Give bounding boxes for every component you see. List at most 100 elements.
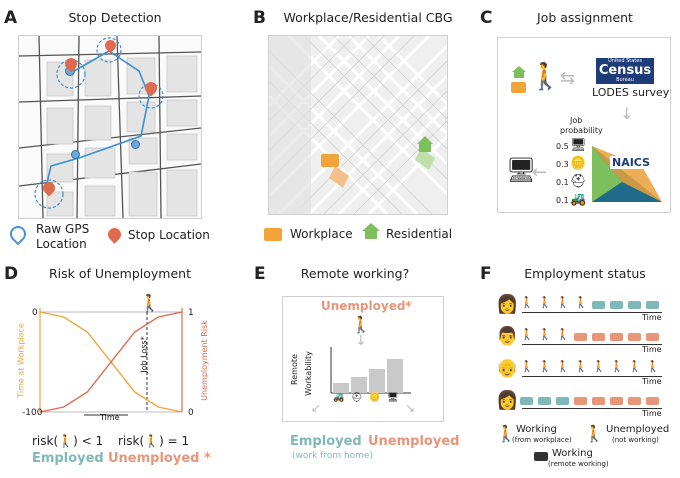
walking-person-icon: 🚶 [529,62,562,92]
panel-a-title: Stop Detection [68,10,162,25]
f-unemployed-icon [628,397,641,405]
e-coins-icon: 🪙 [369,393,381,403]
down-arrow-icon: ↓ [620,104,634,123]
f-person-avatar-icon: 👴 [496,358,519,379]
legend-stop-icon [105,225,124,244]
panel-e-letter: E [254,264,266,284]
f-unemployed-icon [592,333,605,341]
f-unemployed-icon [574,397,587,405]
panel-e-title: Remote working? [300,266,410,281]
f-unemployed-icon [646,397,659,405]
residential-icon-body [419,144,431,152]
f-unemployed-icon [610,333,623,341]
d-risk-lt-suffix: ) < 1 [73,434,104,448]
f-time-label: Time [642,345,662,354]
cbg-map [268,35,448,215]
legend-raw-gps-line2: Location [36,237,87,251]
home-icon-body [514,72,524,78]
d-risk-lt: risk(🚶) < 1 [32,434,103,448]
d-unemployed-label: Unemployed * [108,451,211,466]
f-working-icon: 🚶 [556,296,570,309]
e-down-arrow-icon: ↓ [355,333,367,349]
workability-bars [330,347,411,394]
computer-icon: 🖥 [570,138,587,153]
legend-raw-gps-icon [6,222,30,246]
job-prob-line1: Job [570,116,583,125]
f-unemployed-icon [628,333,641,341]
f-working-icon: 🚶 [628,360,642,373]
f-legend-working: Working [516,424,557,435]
f-legend-unemp-icon: 🚶 [584,424,604,443]
hardhat-icon: ⛑ [570,174,587,189]
f-legend-remote-sub: (remote working) [548,460,609,468]
d-series-workplace [39,311,183,413]
prob-2: 0.1 [556,178,569,187]
f-legend-remote-icon [534,452,548,461]
f-working-icon: 🚶 [610,360,624,373]
panel-b-letter: B [253,8,266,28]
f-legend-working-icon: 🚶 [496,424,516,443]
prob-1: 0.3 [556,160,569,169]
e-right-arrow-icon: ↘ [405,401,416,415]
d-unemployed-person-icon: 🚶 [139,294,161,314]
e-computer-icon: 🖥 [387,393,399,403]
remote-working-box: Unemployed* 🚶 ↓ Remote Workability 🚜 ⛑ 🪙… [282,296,444,422]
e-wfh-label: (work from home) [292,451,373,461]
f-person-avatar-icon: 👩 [496,390,519,411]
d-person-icon-b: 🚶 [144,434,160,448]
raw-gps-pin-icon [71,150,80,159]
panel-d-title: Risk of Unemployment [49,266,191,281]
f-remote-icon [538,397,551,405]
f-person-avatar-icon: 👩 [496,294,519,315]
employment-status-grid: 👩🚶🚶🚶🚶Time👨🚶🚶🚶Time👴🚶🚶🚶🚶🚶🚶🚶🚶Time👩Time [494,292,674,424]
d-y-top-right: 1 [188,308,194,318]
panel-b-title: Workplace/Residential CBG [283,10,453,25]
f-remote-icon [520,397,533,405]
prob-0: 0.5 [556,142,569,151]
d-person-icon-a: 🚶 [58,434,74,448]
census-main: Census [598,63,652,78]
f-working-icon: 🚶 [538,296,552,309]
f-working-icon: 🚶 [538,360,552,373]
f-legend-unemp-sub: (not working) [612,436,659,444]
f-unemployed-icon [646,333,659,341]
d-risk-lt-prefix: risk( [32,434,59,448]
f-working-icon: 🚶 [538,328,552,341]
f-working-icon: 🚶 [574,296,588,309]
d-plot-frame [39,311,183,413]
home-icon [512,66,526,72]
f-time-label: Time [642,313,662,322]
legend-residential-label: Residential [386,227,453,241]
d-risk-eq-suffix: ) = 1 [159,434,190,448]
f-unemployed-icon [592,397,605,405]
census-logo: United States Census Bureau [596,58,654,84]
d-employed-label: Employed [32,451,104,466]
f-remote-icon [610,301,623,309]
d-risk-eq: risk(🚶) = 1 [118,434,189,448]
desktop-icon: 🖥 [506,156,537,184]
f-legend-remote: Working [552,448,593,459]
e-person-icon: 🚶 [351,315,371,334]
residential-icon [417,136,433,144]
f-time-label: Time [642,409,662,418]
d-right-axis-label: Unemployment Risk [199,320,209,401]
f-working-icon: 🚶 [592,360,606,373]
panel-c-title: Job assignment [537,10,633,25]
panel-d-letter: D [4,264,19,284]
lodes-label: LODES survey [592,86,670,99]
census-top: United States [608,58,642,64]
d-x-axis-label: Time [100,413,120,422]
f-working-icon: 🚶 [520,328,534,341]
stop-detection-map [18,35,202,219]
f-time-arrow [522,344,662,345]
legend-stop-label: Stop Location [128,228,210,242]
f-time-arrow [522,312,662,313]
double-arrow-icon: ⇆ [560,68,576,89]
f-working-icon: 🚶 [556,328,570,341]
coins-icon: 🪙 [570,156,587,171]
f-unemployed-icon [574,333,587,341]
panel-c-letter: C [480,8,493,28]
f-person-avatar-icon: 👨 [496,326,519,347]
legend-residential-icon-body [365,231,377,239]
f-working-icon: 🚶 [646,360,660,373]
